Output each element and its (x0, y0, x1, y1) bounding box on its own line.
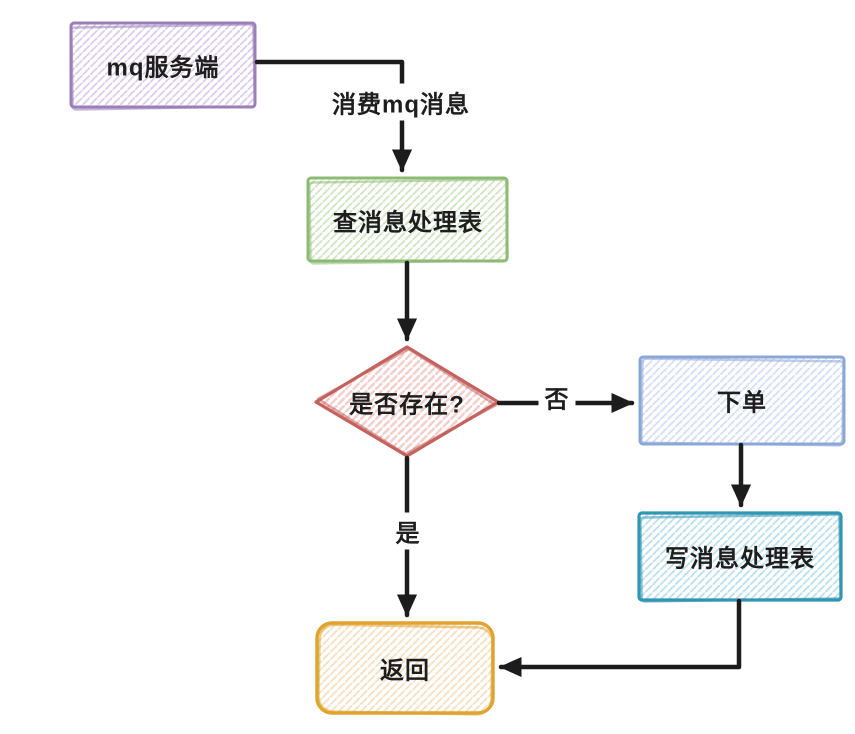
arrow-write-to-return (498, 598, 742, 678)
node-query-message-table-label: 查消息处理表 (333, 209, 483, 237)
node-place-order (638, 355, 846, 447)
node-write-message-table-label: 写消息处理表 (665, 545, 815, 573)
edges (254, 59, 752, 678)
arrow-mq-to-query (254, 59, 413, 173)
node-exists-decision-label: 是否存在? (349, 391, 465, 419)
edge-label-consume-mq-message: 消费mq消息 (326, 83, 476, 121)
node-query-message-table (306, 176, 509, 265)
node-mq-server-label: mq服务端 (106, 54, 220, 82)
node-return-sketch (317, 623, 494, 716)
edge-label-no: 否 (538, 378, 576, 416)
edge-label-yes: 是 (389, 512, 427, 550)
node-mq-server (69, 21, 257, 111)
node-write-message-table-sketch (639, 513, 842, 603)
node-mq-server-sketch (70, 23, 256, 111)
node-return (315, 621, 495, 716)
node-return-label: 返回 (380, 657, 430, 685)
node-exists-decision-sketch (316, 347, 498, 456)
node-query-message-table-sketch (308, 178, 509, 265)
node-place-order-label: 下单 (717, 389, 767, 417)
